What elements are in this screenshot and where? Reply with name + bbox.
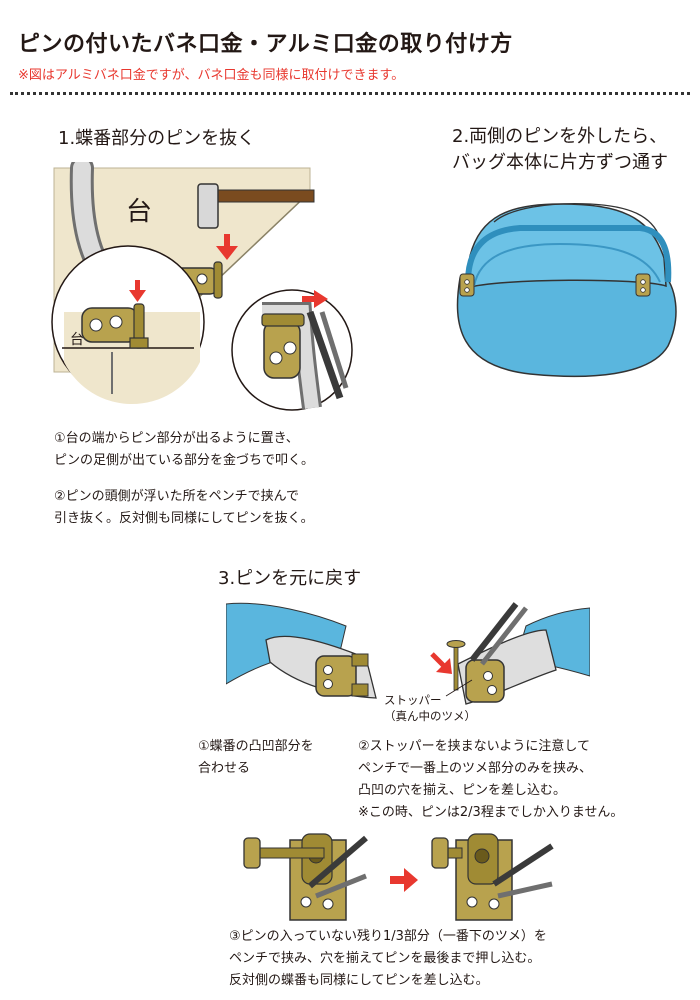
left-hinge-icon [459, 273, 475, 297]
table-label: 台 [126, 197, 152, 227]
step3-push-illustration [243, 833, 554, 921]
step1-illustration: 台 台 [51, 162, 353, 411]
step3-align-illustration [226, 602, 590, 705]
bag-body [456, 271, 677, 378]
stopper-label: ストッパー （真ん中のツメ） [384, 692, 476, 724]
step3-instruction-3-line1: ③ピンの入っていない残り1/3部分（一番下のツメ）を [229, 929, 547, 944]
step3-instruction-2-line4: ※この時、ピンは2/3程までしか入りません。 [358, 805, 624, 820]
step3-instruction-2: ②ストッパーを挟まないように注意して ペンチで一番上のツメ部分のみを挟み、 凸凹… [358, 736, 623, 824]
pliers-icon [469, 602, 528, 666]
step2-bag-illustration [456, 203, 677, 378]
step1-instruction-2-line2: 引き抜く。反対側も同様にしてピンを抜く。 [54, 511, 314, 526]
step3-instruction-2-line3: 凸凹の穴を揃え、ピンを差し込む。 [358, 783, 567, 798]
inset-pliers-detail [231, 289, 353, 411]
right-hinge-icon [635, 273, 651, 297]
step3-instruction-3-line2: ペンチで挟み、穴を揃えてピンを最後まで押し込む。 [229, 951, 541, 966]
right-arrow-icon [302, 290, 328, 308]
step1-instruction-2: ②ピンの頭側が浮いた所をペンチで挟んで 引き抜く。反対側も同様にしてピンを抜く。 [54, 486, 314, 530]
inset-hammer-detail: 台 [51, 245, 205, 405]
step2-heading: 2.両側のピンを外したら、 バッグ本体に片方ずつ通す [452, 124, 668, 176]
step1-heading: 1.蝶番部分のピンを抜く [58, 128, 256, 149]
step2-heading-line2: バッグ本体に片方ずつ通す [452, 152, 668, 173]
step1-instruction-2-line1: ②ピンの頭側が浮いた所をペンチで挟んで [54, 489, 300, 504]
push-arrow-icon [390, 868, 418, 892]
step2-heading-line1: 2.両側のピンを外したら、 [452, 126, 668, 147]
down-arrow-icon [216, 234, 238, 260]
step3-instruction-3: ③ピンの入っていない残り1/3部分（一番下のツメ）を ペンチで挟み、穴を揃えてピ… [229, 926, 547, 992]
step3-instruction-1-line2: 合わせる [198, 761, 251, 776]
step1-instruction-1: ①台の端からピン部分が出るように置き、 ピンの足側が出ている部分を金づちで叩く。 [54, 428, 314, 472]
step3-instruction-1-line1: ①蝶番の凸凹部分を [198, 739, 314, 754]
step3-instruction-2-line2: ペンチで一番上のツメ部分のみを挟み、 [358, 761, 593, 776]
diagonal-arrow-icon [430, 652, 452, 674]
left-hinge-part [315, 655, 357, 697]
left-pin-assembly [243, 833, 368, 921]
dotted-divider [10, 92, 690, 95]
step1-instruction-1-line2: ピンの足側が出ている部分を金づちで叩く。 [54, 453, 315, 468]
page-title: ピンの付いたバネ口金・アルミ口金の取り付け方 [18, 32, 513, 57]
step3-instruction-2-line1: ②ストッパーを挟まないように注意して [358, 739, 591, 754]
bag-frame [465, 225, 672, 283]
inset-table-label: 台 [70, 332, 84, 348]
step3-instruction-3-line3: 反対側の蝶番も同様にしてピンを差し込む。 [229, 973, 489, 988]
step3-instruction-1: ①蝶番の凸凹部分を 合わせる [198, 736, 314, 780]
right-pin-assembly [431, 833, 554, 921]
step3-heading: 3.ピンを元に戻す [218, 568, 362, 589]
step1-instruction-1-line1: ①台の端からピン部分が出るように置き、 [54, 431, 299, 446]
page-note: ※図はアルミバネ口金ですが、バネ口金も同様に取付けできます。 [18, 68, 405, 83]
inset-down-arrow-icon [129, 280, 146, 302]
stopper-label-line1: ストッパー [384, 693, 442, 707]
stopper-label-line2: （真ん中のツメ） [384, 709, 476, 723]
hammer-icon [197, 183, 315, 229]
